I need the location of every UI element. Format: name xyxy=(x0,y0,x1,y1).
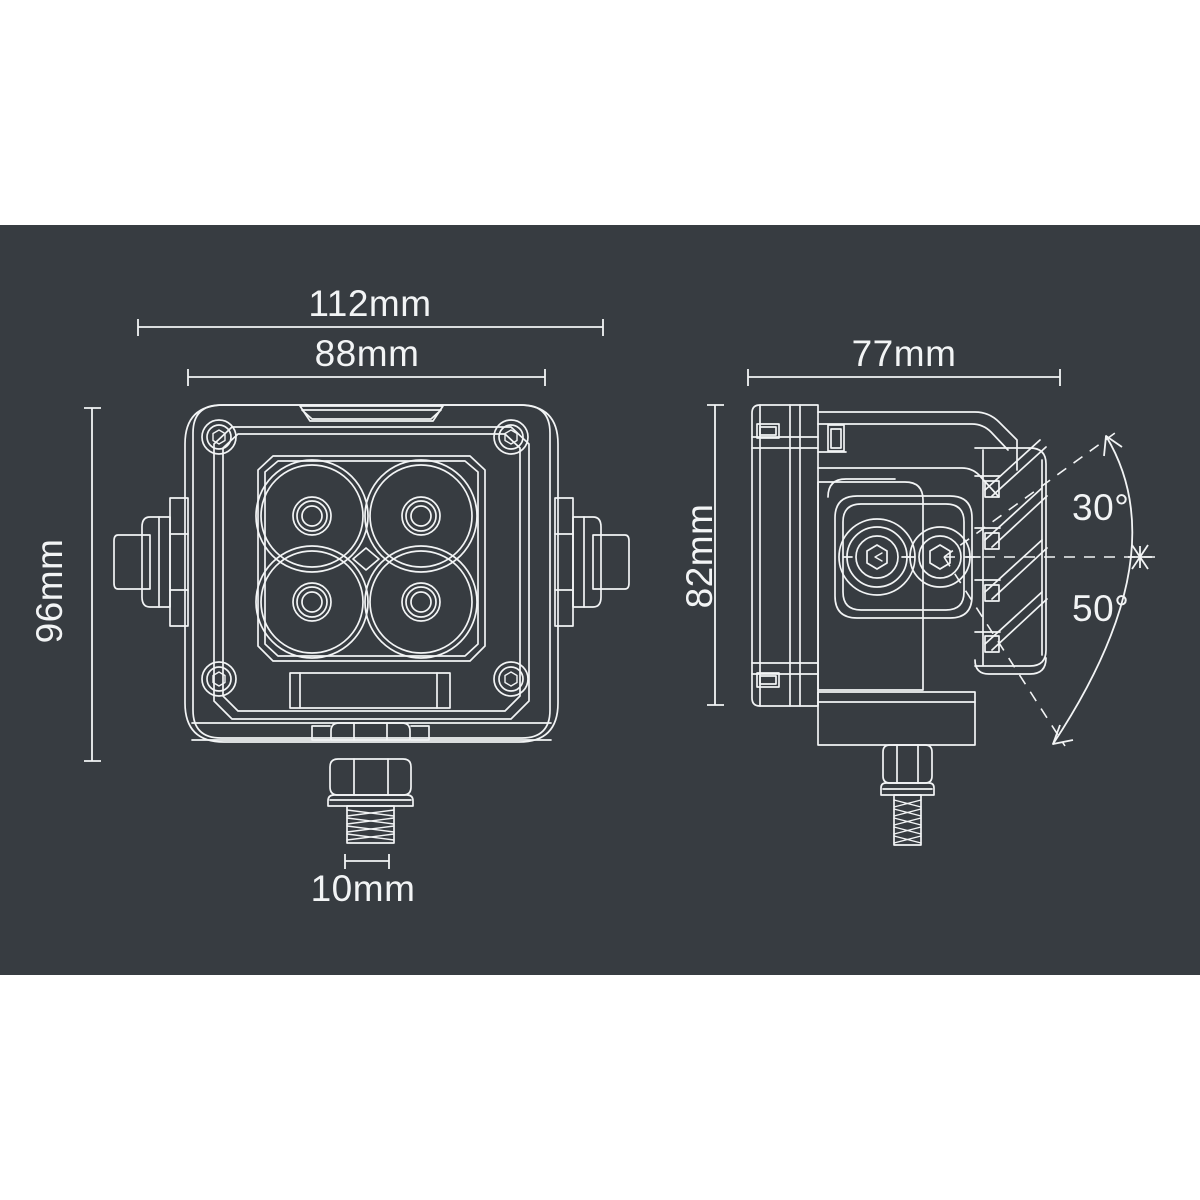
side-mount-stud xyxy=(880,744,935,846)
led-reflector-bottom-right xyxy=(364,545,478,659)
corner-bolt-bottom-left xyxy=(201,661,237,697)
side-bracket-right xyxy=(554,497,630,627)
dimension-line-10mm xyxy=(344,854,390,869)
dimension-line-88mm xyxy=(187,369,546,386)
side-view-body xyxy=(751,404,1048,846)
tilt-angle-annotation xyxy=(943,432,1160,747)
dimension-label-front-height: 96mm xyxy=(29,538,70,644)
front-mount-nut-upper xyxy=(191,722,552,741)
dimension-label-front-inner-width: 88mm xyxy=(314,333,420,374)
side-bracket-left xyxy=(113,497,189,627)
dimension-line-77mm xyxy=(747,369,1061,386)
led-reflector-top-left xyxy=(255,459,369,573)
angle-label-down-tilt: 50° xyxy=(1072,588,1130,629)
led-reflector-bottom-left xyxy=(255,545,369,659)
dimension-line-82mm xyxy=(707,404,724,706)
dimension-label-stud-diameter: 10mm xyxy=(310,868,416,909)
front-view-body xyxy=(113,404,630,844)
dimension-label-side-height: 82mm xyxy=(679,503,720,609)
dimension-line-112mm xyxy=(137,319,604,336)
dimension-label-side-depth: 77mm xyxy=(851,333,957,374)
corner-bolt-top-right xyxy=(493,419,529,455)
angle-label-up-tilt: 30° xyxy=(1072,487,1130,528)
front-mount-stud xyxy=(327,758,414,844)
corner-bolt-top-left xyxy=(201,419,237,455)
dimension-label-front-outer-width: 112mm xyxy=(308,283,432,324)
heatsink-fins xyxy=(974,439,1048,653)
pivot-bolt-left xyxy=(838,518,916,596)
led-reflector-top-right xyxy=(364,459,478,573)
corner-bolt-bottom-right xyxy=(493,661,529,697)
dimension-line-96mm xyxy=(84,407,101,762)
